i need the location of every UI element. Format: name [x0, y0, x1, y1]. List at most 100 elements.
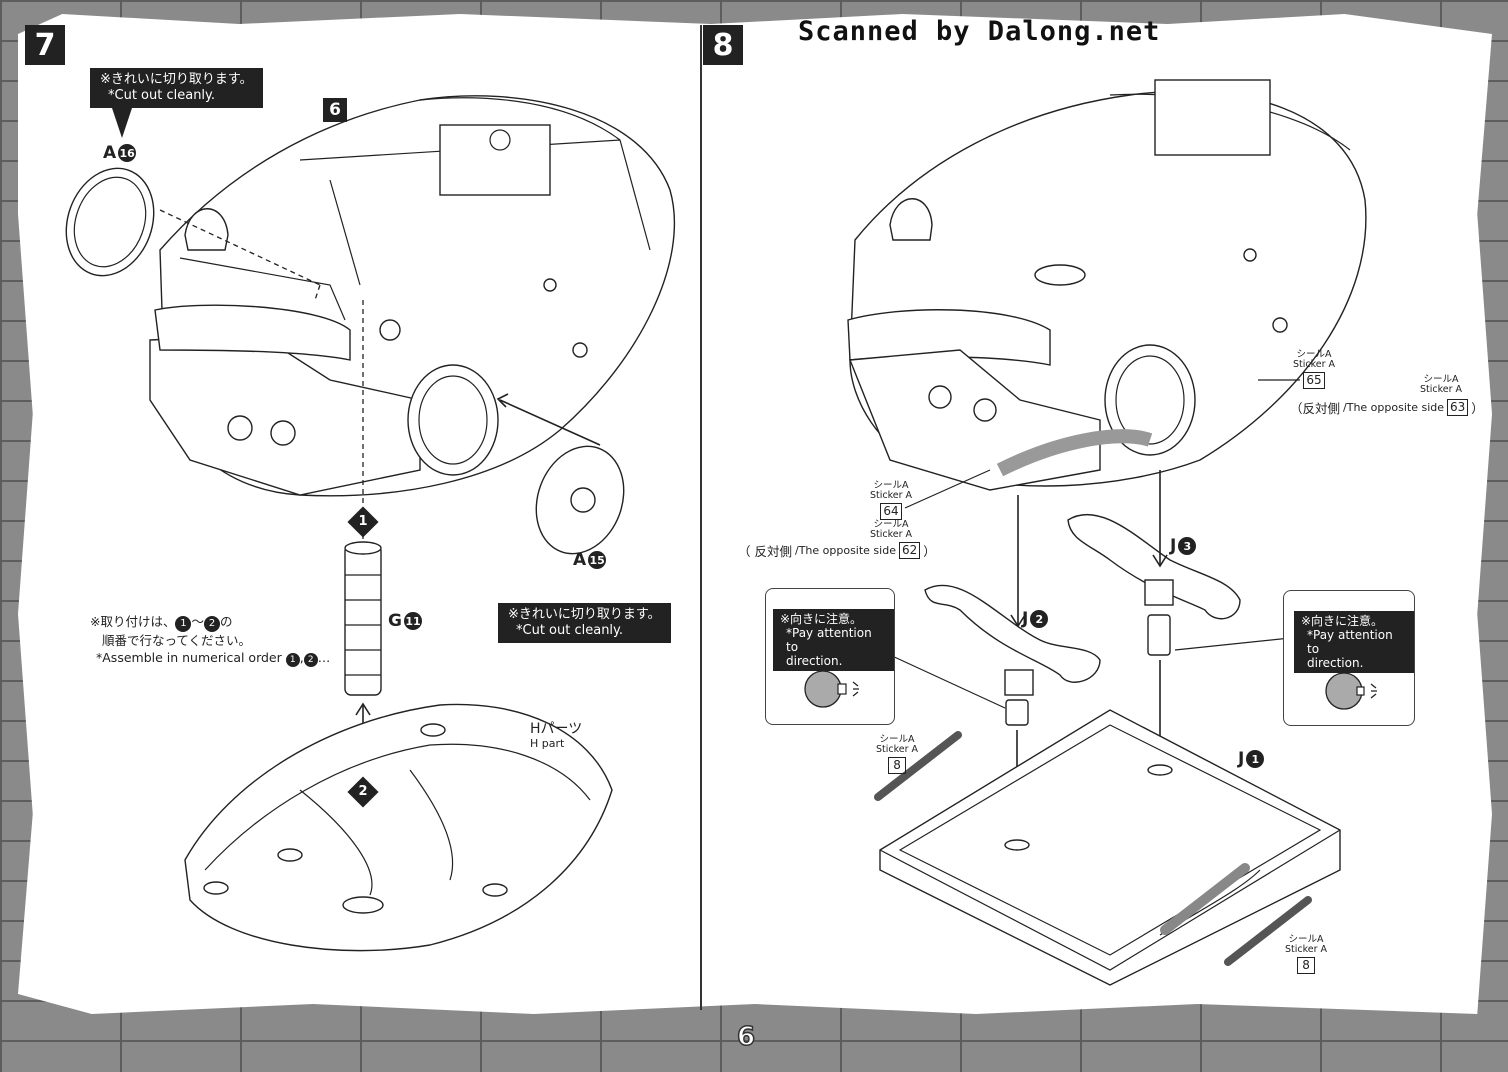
order-diamond-2: 2 — [347, 776, 379, 808]
sub-step-6-badge: 6 — [323, 98, 347, 122]
assemble-note-en: *Assemble in numerical order 1,2… — [90, 649, 331, 667]
part-j1-label: J 1 — [1238, 749, 1265, 769]
note-en-ellipsis: … — [317, 649, 331, 665]
sticker-number: 8 — [1297, 957, 1316, 974]
callout-en-text: *Cut out cleanly. — [516, 623, 624, 638]
part-a16-drawing — [65, 167, 321, 301]
scanned-watermark: Scanned by Dalong.net — [798, 16, 1161, 47]
keyed-peg-diagram-right — [1325, 672, 1377, 710]
sticker-number: 64 — [880, 503, 902, 520]
part-letter: J — [1022, 609, 1029, 629]
note-jp-suffix: の — [220, 614, 233, 629]
note-jp-prefix: ※取り付けは、 — [90, 614, 176, 629]
part-j2-label: J 2 — [1022, 609, 1049, 629]
opposite-suffix: ） — [923, 544, 936, 559]
attention-en-line2: direction. — [786, 654, 843, 668]
attention-jp: ※向きに注意。 — [1301, 614, 1384, 628]
attention-en-line1: *Pay attention to — [786, 626, 872, 654]
h-part-drawing — [184, 703, 613, 952]
part-number-circle: 1 — [1246, 750, 1265, 768]
sticker-en: Sticker A — [1420, 384, 1463, 395]
opposite-suffix: ） — [1471, 401, 1484, 416]
callout-en-text: *Cut out cleanly. — [108, 88, 216, 103]
page-number: 6 — [736, 1021, 756, 1053]
note-en-order-2: 2 — [303, 653, 318, 667]
sticker-number: 62 — [898, 542, 921, 559]
order-diamond-1: 1 — [347, 506, 379, 538]
note-en-order-1: 1 — [285, 653, 300, 667]
opposite-text: /The opposite side — [794, 544, 896, 557]
order-diamond-2-text: 2 — [358, 784, 368, 799]
part-number-circle: 3 — [1178, 537, 1197, 555]
sticker-64-label: シールA Sticker A 64 — [870, 481, 912, 520]
step-7-number: 7 — [25, 25, 65, 65]
part-a15-drawing — [496, 393, 625, 555]
sticker-en: Sticker A — [876, 744, 919, 755]
sticker-jp: シールA — [1423, 374, 1459, 385]
sticker-strips — [874, 731, 1312, 966]
keyed-peg-diagram-left — [804, 670, 859, 708]
ship-hull-step8 — [847, 79, 1367, 491]
opposite-text: /The opposite side — [1343, 401, 1445, 414]
sticker-en: Sticker A — [870, 529, 913, 540]
part-a15-label: A 15 — [573, 550, 607, 570]
opposite-side-63: （反対側 /The opposite side 63 ） — [1290, 398, 1484, 417]
sticker-63-label: シールA Sticker A — [1420, 375, 1462, 395]
ship-hull-step7 — [149, 95, 676, 497]
sticker-62-label: シールA Sticker A — [870, 520, 912, 540]
h-part-label: Hパーツ H part — [530, 722, 582, 751]
sticker-en: Sticker A — [1285, 944, 1328, 955]
opposite-side-62: （ 反対側 /The opposite side 62 ） — [738, 541, 936, 560]
cut-cleanly-callout-top: ※きれいに切り取ります。 *Cut out cleanly. — [90, 68, 263, 108]
note-order-1: 1 — [175, 615, 192, 632]
part-letter: G — [388, 611, 402, 631]
part-number-circle: 15 — [588, 551, 607, 569]
part-g11-drawing — [344, 300, 382, 888]
step-8-number: 8 — [703, 25, 743, 65]
sticker-jp: シールA — [879, 734, 915, 745]
sticker-en: Sticker A — [1293, 359, 1336, 370]
attention-box-right: ※向きに注意。 *Pay attention to direction. — [1283, 590, 1415, 726]
callout-jp-text: ※きれいに切り取ります。 — [508, 607, 661, 622]
part-number-circle: 2 — [1030, 610, 1049, 628]
note-en-text: *Assemble in numerical order — [96, 649, 282, 665]
sticker-8-right-label: シールA Sticker A 8 — [1285, 935, 1327, 974]
sticker-65-label: シールA Sticker A 65 — [1293, 350, 1335, 389]
part-number-circle: 16 — [118, 144, 137, 162]
opposite-prefix: （ 反対側 — [738, 544, 792, 559]
order-diamond-1-text: 1 — [358, 514, 368, 529]
part-letter: A — [103, 143, 117, 163]
stand-j3-drawing — [1067, 470, 1241, 768]
sticker-8-left-label: シールA Sticker A 8 — [876, 735, 918, 774]
note-order-2: 2 — [204, 615, 220, 632]
cut-cleanly-callout-bottom: ※きれいに切り取ります。 *Cut out cleanly. — [498, 603, 671, 643]
part-a16-label: A 16 — [103, 143, 137, 163]
base-j1-drawing — [879, 709, 1341, 986]
attention-box-left: ※向きに注意。 *Pay attention to direction. — [765, 588, 895, 725]
part-g11-label: G 11 — [388, 611, 422, 631]
h-part-jp: Hパーツ — [530, 721, 583, 737]
sticker-jp: シールA — [873, 480, 909, 491]
part-letter: A — [573, 550, 587, 570]
sticker-jp: シールA — [1288, 934, 1324, 945]
part-j3-label: J 3 — [1170, 536, 1197, 556]
page-divider — [700, 25, 702, 1010]
sticker-jp: シールA — [873, 519, 909, 530]
part-letter: J — [1238, 749, 1245, 769]
h-part-en: H part — [530, 737, 565, 750]
sticker-number: 8 — [888, 757, 907, 774]
sticker-number: 65 — [1303, 372, 1325, 389]
note-tilde: ～ — [191, 614, 204, 629]
attention-en-line1: *Pay attention to — [1307, 628, 1393, 656]
attention-label-left: ※向きに注意。 *Pay attention to direction. — [773, 609, 894, 671]
opposite-prefix: （反対側 — [1290, 401, 1341, 416]
attention-en-line2: direction. — [1307, 656, 1364, 670]
sticker-en: Sticker A — [870, 490, 913, 501]
attention-jp: ※向きに注意。 — [780, 612, 863, 626]
sticker-number: 63 — [1447, 399, 1469, 416]
assemble-note-jp-line2: 順番で行なってください。 — [102, 632, 252, 648]
sticker-jp: シールA — [1296, 349, 1332, 360]
attention-label-right: ※向きに注意。 *Pay attention to direction. — [1294, 611, 1414, 673]
